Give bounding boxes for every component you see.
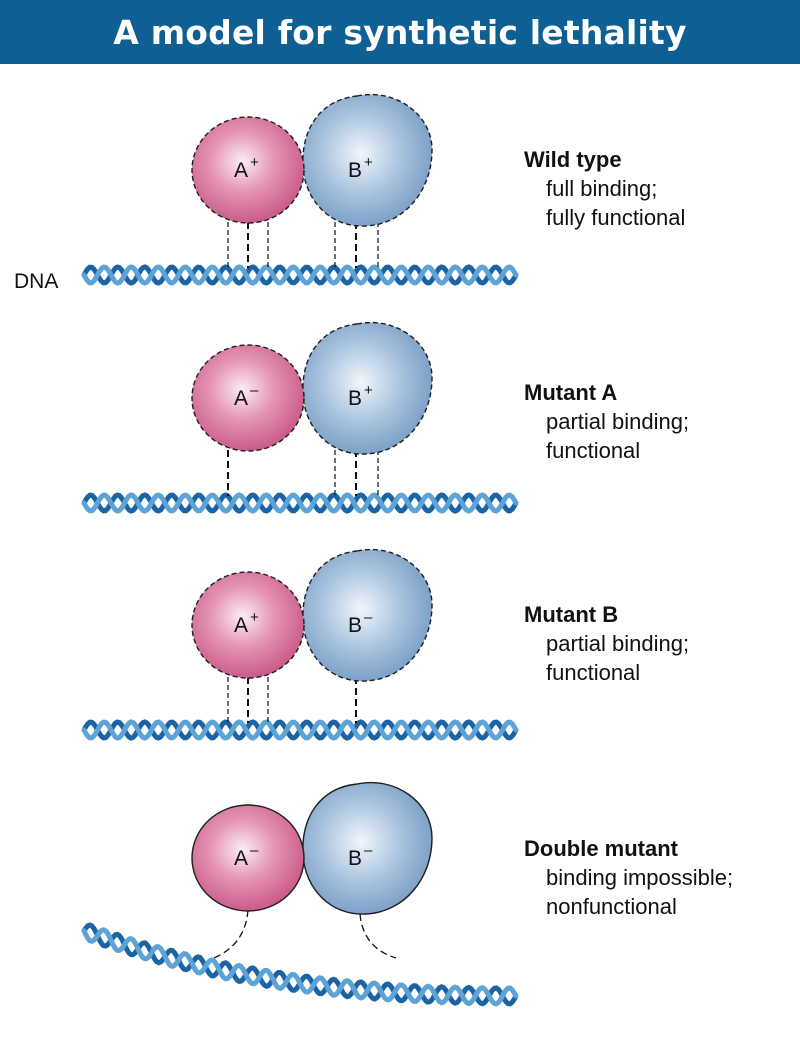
protein-b-label: B <box>348 387 362 410</box>
dna-helix <box>81 922 519 1007</box>
panel-desc-line1: partial binding; <box>546 409 690 434</box>
detached-contact-b <box>359 913 397 959</box>
protein-a-shape <box>191 344 305 452</box>
panel-title: Mutant A <box>524 380 618 405</box>
page-title: A model for synthetic lethality <box>113 12 687 52</box>
panel-label-wild-type: Wild type full binding; fully functional <box>524 145 685 232</box>
protein-b-shape <box>302 781 433 915</box>
panel-label-mutant-a: Mutant A partial binding; functional <box>524 378 689 465</box>
panel-desc-line2: functional <box>546 438 641 463</box>
protein-a-label-sign: + <box>250 609 259 626</box>
dna-label: DNA <box>14 270 59 293</box>
protein-b-label-sign: + <box>364 382 373 399</box>
panel-desc-line2: fully functional <box>546 205 686 230</box>
panel-3: A–B– <box>81 781 519 1007</box>
panel-desc-line1: binding impossible; <box>546 865 734 890</box>
protein-a-label: A <box>234 847 248 870</box>
panel-title: Double mutant <box>524 836 678 861</box>
panel-2: A+ B– <box>81 548 519 741</box>
title-banner: A model for synthetic lethality <box>0 0 800 64</box>
dna-helix <box>81 719 519 741</box>
protein-a-label-sign: – <box>250 382 259 399</box>
dna-strand-front <box>81 264 519 286</box>
panel-desc-line1: full binding; <box>546 176 658 201</box>
protein-a-shape <box>191 116 305 224</box>
protein-b-label: B <box>348 614 362 637</box>
protein-a-label: A <box>234 159 248 182</box>
panel-desc-line1: partial binding; <box>546 631 690 656</box>
protein-a-shape <box>191 804 305 912</box>
detached-contact-a <box>213 909 249 959</box>
dna-strand-front <box>81 719 519 741</box>
panel-label-double-mutant: Double mutant binding impossible; nonfun… <box>524 834 733 921</box>
protein-a-label-sign: – <box>250 842 259 859</box>
panel-label-mutant-b: Mutant B partial binding; functional <box>524 600 689 687</box>
protein-a-label: A <box>234 614 248 637</box>
protein-a-shape <box>191 571 305 679</box>
panel-desc-line2: functional <box>546 660 641 685</box>
protein-a-label: A <box>234 387 248 410</box>
protein-b-label-sign: – <box>364 842 373 859</box>
protein-b-label-sign: – <box>364 609 373 626</box>
protein-b-shape <box>302 93 433 227</box>
panel-title: Mutant B <box>524 602 619 627</box>
dna-strand-front <box>81 492 519 514</box>
protein-b-label: B <box>348 847 362 870</box>
dna-helix <box>81 492 519 514</box>
dna-strand-front <box>81 927 519 1007</box>
protein-b-label: B <box>348 159 362 182</box>
panel-title: Wild type <box>524 147 622 172</box>
protein-b-label-sign: + <box>364 154 373 171</box>
panel-0: A+B+ <box>81 93 519 286</box>
protein-b-shape <box>302 321 433 455</box>
dna-helix <box>81 264 519 286</box>
panels-layer: A+B+A–B+A+B–A–B– <box>81 93 519 1007</box>
protein-b-shape <box>302 548 433 682</box>
panel-desc-line2: nonfunctional <box>546 894 677 919</box>
panel-1: A– B+ <box>81 321 519 514</box>
protein-a-label-sign: + <box>250 154 259 171</box>
